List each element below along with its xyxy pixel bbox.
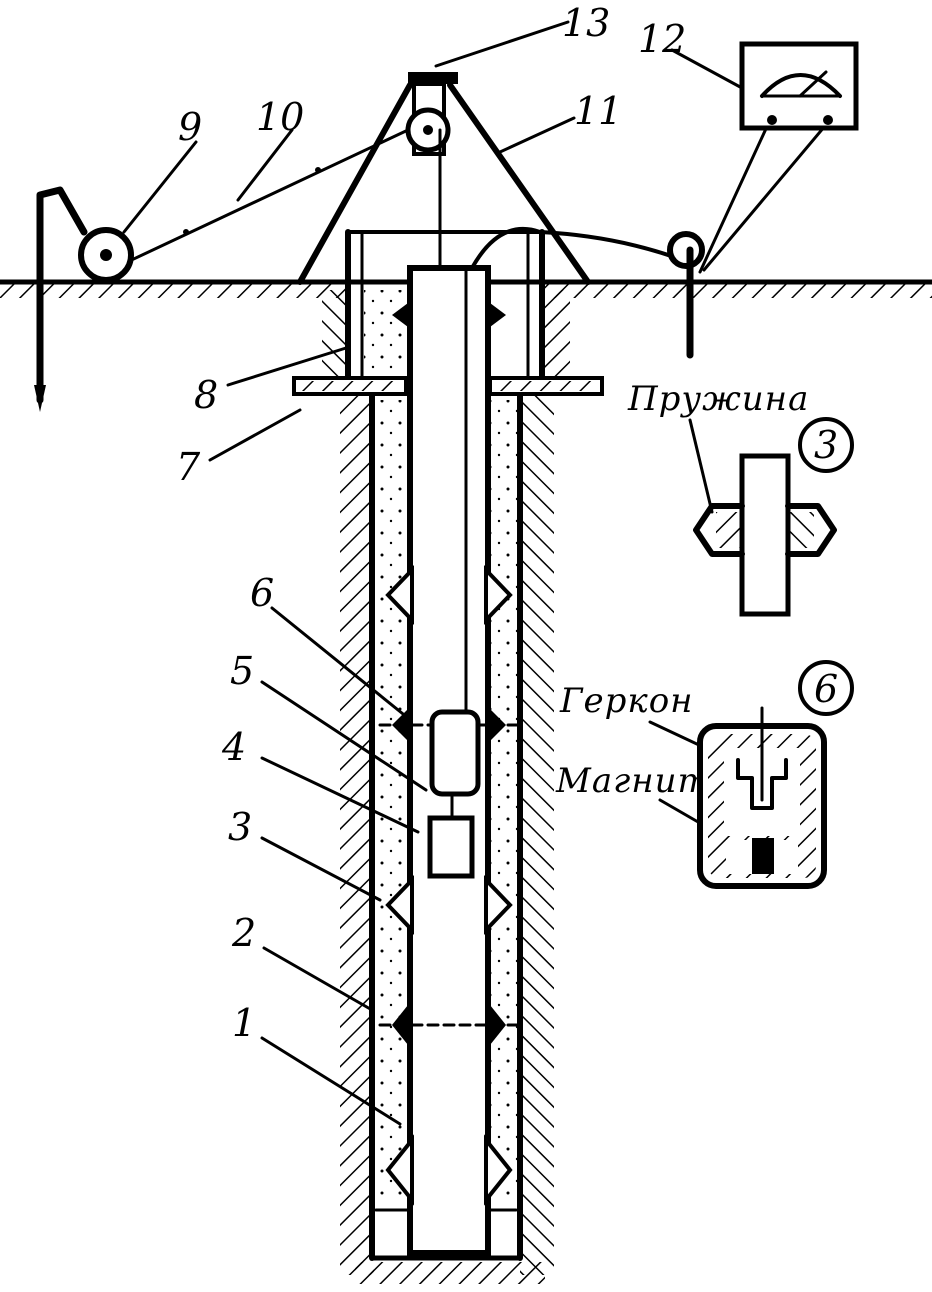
cable-reel [34,128,410,412]
label-8: 8 [194,373,218,417]
label-6: 6 [250,571,274,615]
inset-magnet-caption: Магнит [555,761,711,801]
reed-sensor-assembly [427,709,481,879]
number-labels: 13 12 11 10 9 8 7 6 5 4 3 2 1 [176,1,686,1045]
inset-reed-number: 6 [814,667,838,711]
soil-walls [322,290,570,1284]
label-9: 9 [178,105,202,149]
label-7: 7 [176,445,201,489]
tripod [297,72,591,285]
signal-cable [470,118,832,359]
inset-spring-caption: Пружина [627,379,809,419]
measuring-instrument [739,41,859,131]
label-4: 4 [221,725,246,769]
label-2: 2 [231,911,256,955]
label-5: 5 [230,649,254,693]
leader-lines [122,20,744,1126]
label-3: 3 [228,805,252,849]
inset-reed-caption: Геркон [559,681,694,721]
inset-reed-switch: 6 Геркон Магнит [555,660,854,889]
anchor-clamps [378,300,522,1206]
label-1: 1 [232,1001,256,1045]
inset-spring: Пружина 3 [627,379,854,617]
inset-spring-number: 3 [814,423,838,467]
label-12: 12 [638,17,686,61]
label-11: 11 [574,89,622,133]
label-13: 13 [562,1,610,45]
label-10: 10 [256,95,304,139]
